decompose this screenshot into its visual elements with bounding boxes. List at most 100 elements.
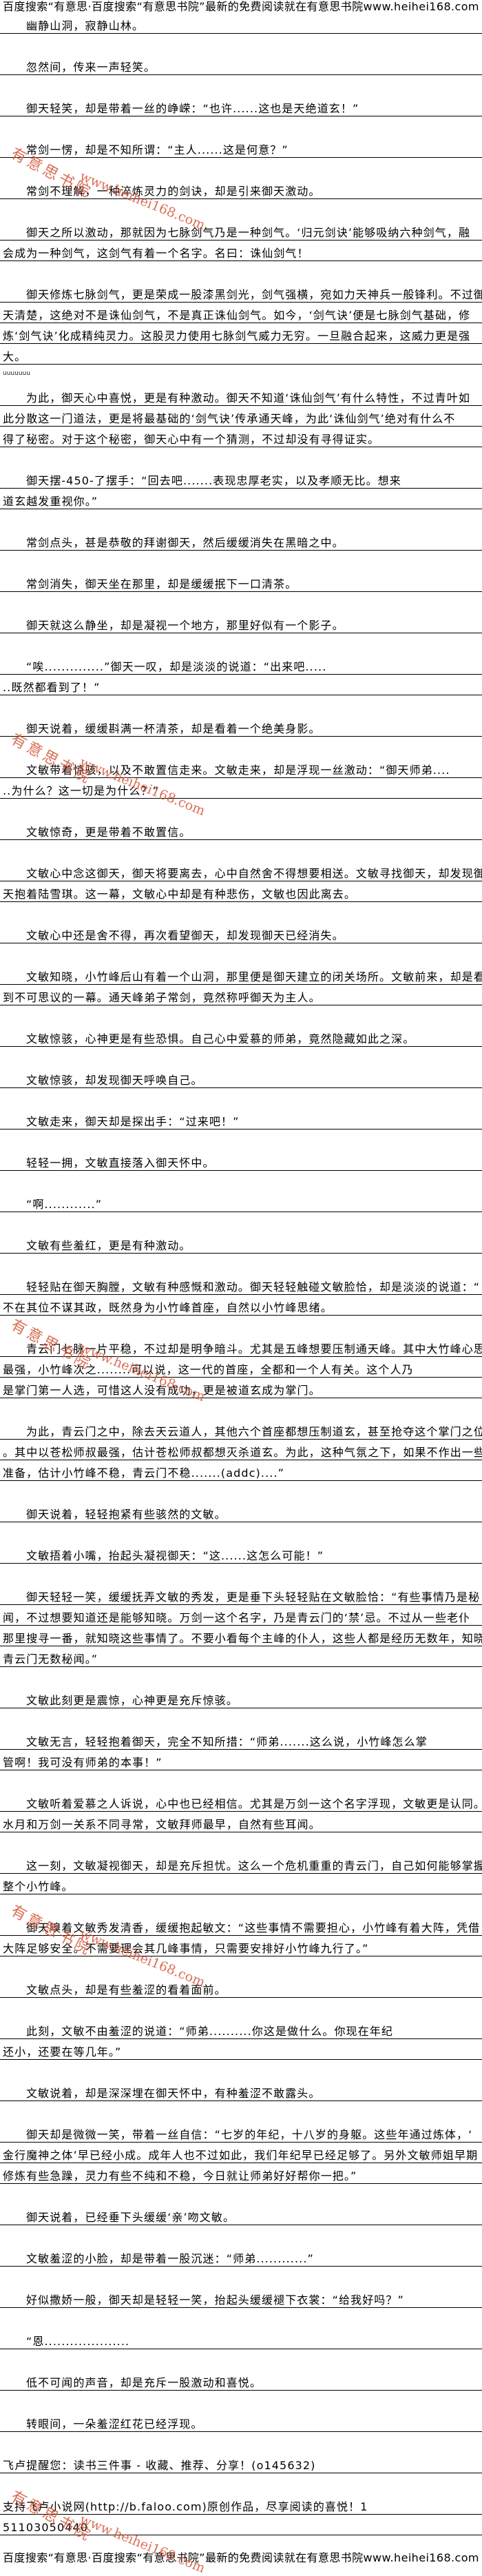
paragraph-line: 御天就这么静坐，却是凝视一个地方，那里好似有一个影子。 — [0, 613, 482, 633]
blank-line — [0, 2308, 482, 2329]
paragraph-line: 会成为一种剑气，这剑气有着一个名字。名曰：诛仙剑气！ — [0, 241, 482, 261]
paragraph-line: 青云门无数秘闻。” — [0, 1646, 482, 1667]
blank-line — [0, 509, 482, 530]
blank-line — [0, 2060, 482, 2081]
line-text: 御天轻笑，却是带着一丝的峥嵘：“也许......这也是天绝道玄！” — [26, 102, 359, 115]
paragraph-line: 文敏走来，御天却是探出手：“过来吧！” — [0, 1109, 482, 1129]
blank-line — [0, 75, 482, 96]
paragraph-line: 青云门七脉一片平稳，不过却是明争暗斗。尤其是五峰想要压制通天峰。其中大竹峰心思 — [0, 1336, 482, 1357]
line-text: 青云门七脉一片平稳，不过却是明争暗斗。尤其是五峰想要压制通天峰。其中大竹峰心思 — [26, 1342, 482, 1356]
paragraph-line: 御天却是微微一笑，带着一丝自信：“七岁的年纪，十八岁的身躯。这些年通过炼体，‘ — [0, 2122, 482, 2143]
line-text: 支持飞卢小说网(http://b.faloo.com)原创作品，尽享阅读的喜悦！… — [3, 2500, 368, 2513]
note-text: uuuuuuu — [3, 370, 30, 377]
paragraph-line: “恩.................... — [0, 2329, 482, 2349]
line-text: 不在其位不谋其政，既然身为小竹峰首座，自然以小竹峰思绪。 — [3, 1301, 333, 1314]
blank-line — [0, 2473, 482, 2494]
blank-line — [0, 2391, 482, 2411]
blank-line — [0, 1005, 482, 1026]
line-text: 幽静山洞，寂静山林。 — [26, 19, 145, 32]
line-text: 文敏知晓，小竹峰后山有着一个山洞，那里便是御天建立的闭关场所。文敏前来，却是看 — [26, 970, 482, 983]
paragraph-line: 御天修炼七脉剑气，更是荣成一股漆黑剑光，剑气强横，宛如力天神兵一般锋利。不过御 — [0, 282, 482, 303]
paragraph-line: 。其中以苍松师叔最强，估计苍松师叔都想灭杀道玄。为此，这种气氛之下，如果不作出一… — [0, 1440, 482, 1460]
line-text: 文敏捂着小嘴，抬起头凝视御天：“这......这怎么可能！” — [26, 1549, 324, 1562]
paragraph-line: 文敏带着惊骇，以及不敢置信走来。文敏走来，却是浮现一丝激动：“御天师弟.... — [0, 757, 482, 778]
paragraph-line: 低不可闻的声音，却是充斥一股激动和喜悦。 — [0, 2370, 482, 2391]
line-text: 文敏羞涩的小脸，却是带着一股沉迷：“师弟............” — [26, 2252, 314, 2265]
blank-line — [0, 902, 482, 923]
bottom-banner: 百度搜索“有意思·百度搜索“有意思书院”最新的免费阅读就在有意思书院www.he… — [3, 2551, 479, 2564]
blank-line — [0, 1129, 482, 1150]
paragraph-line: 飞卢提醒您：读书三件事 - 收藏、推荐、分享！(o145632) — [0, 2453, 482, 2473]
paragraph-line: ..为什么？这一切是为什么？” — [0, 778, 482, 799]
line-text: 准备，估计小竹峰不稳，青云门不稳.......(addc)....” — [3, 1466, 285, 1480]
line-text: “啊............” — [26, 1198, 103, 1211]
line-text: “恩.................... — [26, 2335, 130, 2348]
paragraph-line: 道玄越发重视你。” — [0, 489, 482, 509]
paragraph-line: 御天嗅着文敏秀发清香，缓缓抱起敏文：“这些事情不需要担心，小竹峰有着大阵，凭借 — [0, 1915, 482, 1936]
blank-line — [0, 799, 482, 819]
line-text: 青云门无数秘闻。” — [3, 1653, 98, 1666]
paragraph-line: 文敏心中念这御天，御天将要离去，心中自然舍不得想要相送。文敏寻找御天，却发现御 — [0, 861, 482, 881]
blank-line — [0, 1254, 482, 1274]
line-text: 御天说着，轻轻抱紧有些骇然的文敏。 — [26, 1508, 227, 1521]
paragraph-line: 水月和万剑一关系不同寻常，文敏拜师最早，自然有些耳闻。 — [0, 1812, 482, 1832]
blank-line — [0, 1171, 482, 1192]
paragraph-line: 文敏羞涩的小脸，却是带着一股沉迷：“师弟............” — [0, 2246, 482, 2267]
blank-line — [0, 1956, 482, 1977]
blank-line — [0, 158, 482, 178]
line-text: 大阵足够安全。不需要理会其几峰事情，只需要安排好小竹峰九行了。” — [3, 1942, 369, 1955]
paragraph-line: 那里搜寻一番，就知晓这些事情了。不要小看每个主峰的仆人，这些人都是经历无数年，知… — [0, 1626, 482, 1646]
top-banner: 百度搜索“有意思·百度搜索“有意思书院”最新的免费阅读就在有意思书院www.he… — [3, 0, 479, 13]
blank-line — [0, 34, 482, 54]
paragraph-line: 幽静山洞，寂静山林。 — [0, 13, 482, 34]
blank-line — [0, 1708, 482, 1729]
line-text: 整个小竹峰。 — [3, 1880, 74, 1893]
line-text: 大。 — [3, 350, 27, 363]
line-text: 文敏惊奇，更是带着不敢置信。 — [26, 826, 191, 839]
line-text: 御天之所以激动，那就因为七脉剑气乃是一种剑气。‘归元剑诀’能够吸纳六种剑气，融 — [26, 226, 471, 239]
line-text: 修炼有些急躁，灵力有些不纯和不稳，今日就让师弟好好帮你一把。” — [3, 2169, 357, 2183]
line-text: 文敏此刻更是震惊，心神更是充斥惊骇。 — [26, 1694, 238, 1707]
line-text: 轻轻贴在御天胸膛，文敏有种感慨和激动。御天轻轻触碰文敏脸恰，却是淡淡的说道：“ — [26, 1280, 481, 1294]
line-text: 文敏有些羞红，更是有种激动。 — [26, 1239, 191, 1252]
paragraph-line: 天清楚，这绝对不是诛仙剑气，不是真正诛仙剑气。如今，‘剑气诀’便是七脉剑气基础，… — [0, 303, 482, 323]
paragraph-line: 最强，小竹峰次之........可以说，这一代的首座，全都和一个人有关。这个人乃 — [0, 1357, 482, 1378]
paragraph-line: 此分散这一门道法，更是将最基础的‘剑气诀’传承通天峰，为此‘诛仙剑气’绝对有什么… — [0, 406, 482, 427]
paragraph-line: 轻轻一拥，文敏直接落入御天怀中。 — [0, 1150, 482, 1171]
line-text: 御天就这么静坐，却是凝视一个地方，那里好似有一个影子。 — [26, 619, 344, 632]
line-text: 低不可闻的声音，却是充斥一股激动和喜悦。 — [26, 2376, 262, 2389]
paragraph-line: 御天轻笑，却是带着一丝的峥嵘：“也许......这也是天绝道玄！” — [0, 96, 482, 116]
line-text: 御天摆-450-了摆手：“回去吧.......表现忠厚老实，以及孝顺无比。想来 — [26, 474, 401, 487]
paragraph-line: 文敏有些羞红，更是有种激动。 — [0, 1233, 482, 1254]
paragraph-line: 还小，还要在等几年。” — [0, 2039, 482, 2060]
line-text: 御天说着，已经垂下头缓缓‘亲’吻文敏。 — [26, 2211, 235, 2224]
blank-line — [0, 1667, 482, 1688]
paragraph-line: 此刻，文敏不由羞涩的说道：“师弟..........你这是做什么。你现在年纪 — [0, 2018, 482, 2039]
line-text: 水月和万剑一关系不同寻常，文敏拜师最早，自然有些耳闻。 — [3, 1818, 321, 1831]
paragraph-line: “唉..............”御天一叹，却是淡淡的说道：“出来吧..... — [0, 654, 482, 675]
line-text: 飞卢提醒您：读书三件事 - 收藏、推荐、分享！(o145632) — [3, 2459, 316, 2472]
blank-line — [0, 1316, 482, 1336]
line-text: 炼‘剑气诀’化成精纯灵力。这股灵力使用七脉剑气威力无穷。一旦融合起来，这威力更是… — [3, 329, 471, 343]
blank-line — [0, 1212, 482, 1233]
paragraph-line: 常剑消失，御天坐在那里，却是缓缓抿下一口清茶。 — [0, 571, 482, 592]
line-text: 还小，还要在等几年。” — [3, 2045, 122, 2058]
blank-line — [0, 592, 482, 613]
paragraph-line: ..既然都看到了！” — [0, 675, 482, 695]
paragraph-line: 文敏说着，却是深深埋在御天怀中，有种羞涩不敢露头。 — [0, 2081, 482, 2101]
line-text: 51103050440 — [3, 2521, 89, 2534]
line-text: 文敏惊骇，却发现御天呼唤自己。 — [26, 1074, 203, 1087]
paragraph-line: 御天轻轻一笑，缓缓抚弄文敏的秀发，更是垂下头轻轻贴在文敏脸恰：“有些事情乃是秘 — [0, 1584, 482, 1605]
line-text: 御天修炼七脉剑气，更是荣成一股漆黑剑光，剑气强横，宛如力天神兵一般锋利。不过御 — [26, 288, 482, 301]
paragraph-line: 文敏听着爱慕之人诉说，心中也已经相信。尤其是万剑一这个名字浮现，文敏更是认同。 — [0, 1791, 482, 1812]
line-text: 闻，不过想要知道还是能够知晓。万剑一这个名字，乃是青云门的‘禁’忌。不过从一些老… — [3, 1611, 471, 1624]
line-text: 忽然间，传来一声轻笑。 — [26, 61, 156, 74]
blank-line — [0, 261, 482, 282]
line-text: 此分散这一门道法，更是将最基础的‘剑气诀’传承通天峰，为此‘诛仙剑气’绝对有什么… — [3, 412, 456, 425]
blank-line — [0, 695, 482, 716]
line-text: 此刻，文敏不由羞涩的说道：“师弟..........你这是做什么。你现在年纪 — [26, 2025, 393, 2038]
paragraph-line: “啊............” — [0, 1192, 482, 1212]
line-text: 道玄越发重视你。” — [3, 495, 98, 508]
paragraph-line: 常剑一愣，却是不知所谓：“主人......这是何意？” — [0, 137, 482, 158]
blank-line — [0, 943, 482, 964]
